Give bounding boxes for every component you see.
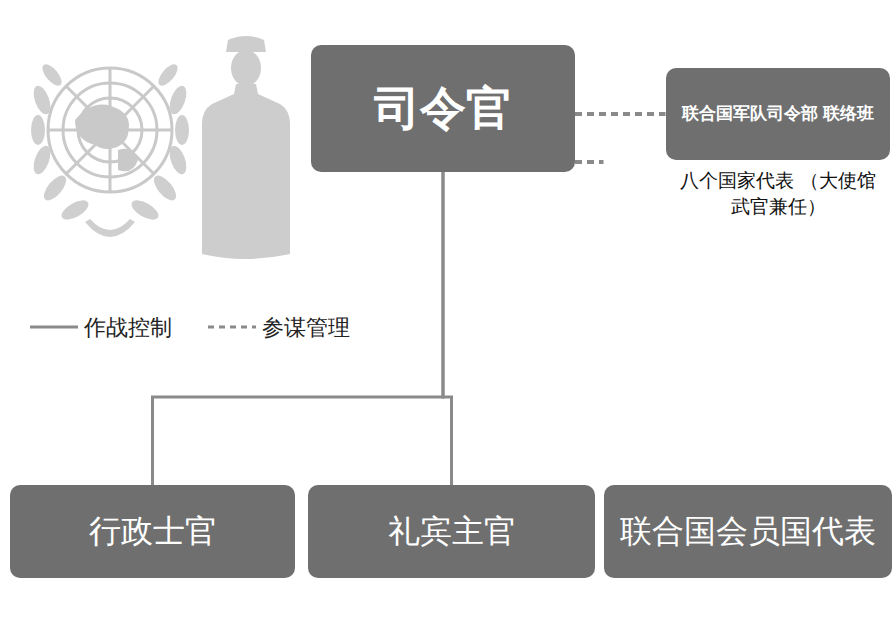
soldier-silhouette [202,36,290,259]
role-box: 行政士官 [10,485,295,578]
role-box: 礼宾主官 [308,485,595,578]
box-label: 联合国会员国代表 [612,512,884,550]
staff-link [575,160,604,164]
box-label: 司令官 [366,81,520,136]
command-line [153,172,444,485]
command-line [443,172,452,485]
box-label: 礼宾主官 [380,512,524,550]
legend-text: 参谋管理 [262,313,350,343]
legend-sample [208,326,256,329]
role-box: 联合国会员国代表 [604,485,892,578]
legend-text: 作战控制 [84,313,172,343]
liaison-box: 联合国军队司令部 联络班八个国家代表 （大使馆武官兼任） [666,68,891,160]
staff-link [575,112,666,116]
legend-sample [30,326,78,329]
un-emblem [48,68,172,192]
box-label: 行政士官 [81,512,225,550]
commander-box: 司令官 [311,45,575,172]
laurel-branches [30,61,189,237]
box-label: 联合国军队司令部 联络班 [674,101,883,127]
box-note: 八个国家代表 （大使馆武官兼任） [671,168,886,219]
